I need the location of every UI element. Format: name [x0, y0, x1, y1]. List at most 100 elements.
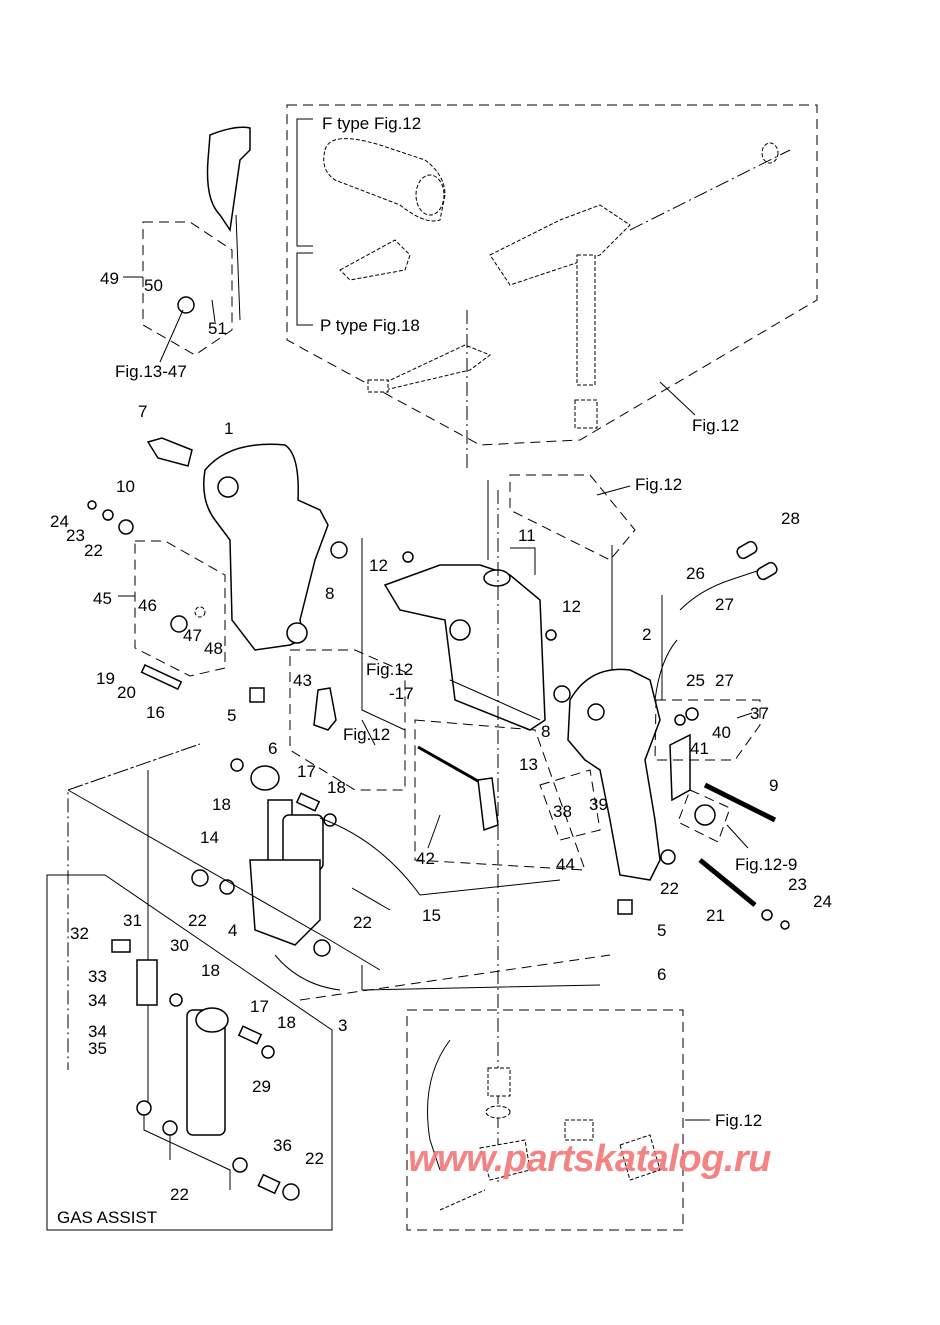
- bushing-18-part-d: [261, 1045, 275, 1059]
- callout-35: 35: [88, 1039, 107, 1058]
- fig12-bottom-group-outline: [406, 1009, 684, 1231]
- steering-bracket: [489, 204, 631, 286]
- tilt-axis-line: [629, 149, 791, 231]
- fig12-9-group-outline: [677, 789, 731, 843]
- washer-23-part-b: [761, 909, 773, 921]
- callout-23-a: 23: [66, 526, 85, 545]
- callout-17-a: 17: [297, 762, 316, 781]
- fig12-top-label: Fig.12: [692, 416, 740, 435]
- arm-42-part: [477, 777, 499, 832]
- trim-assembly-outline-base: [67, 789, 381, 971]
- ground-wire-dashed: [299, 954, 611, 1001]
- plate-37-part: [669, 733, 691, 802]
- callout-29: 29: [252, 1077, 271, 1096]
- pin-9-part: [703, 782, 777, 823]
- tiller-rod: [235, 214, 241, 321]
- block-5-part-b: [617, 899, 633, 915]
- leader-42: [427, 814, 441, 849]
- callout-13: 13: [519, 755, 538, 774]
- swivel-bracket-part: [383, 564, 546, 731]
- nut-24-part-b: [780, 920, 790, 930]
- callout-27-a: 27: [715, 595, 734, 614]
- bracket-right-bore: [587, 703, 605, 721]
- lower-cable: [427, 1039, 451, 1171]
- connector-28-part-a: [736, 540, 758, 560]
- nut-40-part: [685, 707, 699, 721]
- grommet-part: [177, 296, 195, 314]
- callout-22-c: 22: [353, 913, 372, 932]
- callout-42: 42: [416, 849, 435, 868]
- fig13-47-group-outline: [142, 221, 233, 356]
- callout-16: 16: [146, 703, 165, 722]
- swivel-base-line: [449, 679, 541, 721]
- washer-bottom-part: [485, 1105, 511, 1119]
- callout-34-b: 34: [88, 1022, 107, 1041]
- tiller-handle-part: [206, 126, 251, 233]
- shaft-bushing: [574, 399, 598, 429]
- callout-39: 39: [589, 795, 608, 814]
- bushing-22-part-b: [660, 849, 676, 865]
- callout-31: 31: [123, 911, 142, 930]
- callout-4: 4: [228, 921, 238, 940]
- trim-sender-wire: [679, 569, 761, 611]
- callout-22-a: 22: [84, 541, 103, 560]
- fig12-mid-group-outline: [289, 649, 406, 791]
- callout-21: 21: [706, 906, 725, 925]
- nut-24-part: [87, 500, 97, 510]
- callout-8-b: 8: [541, 722, 551, 741]
- callout-44: 44: [556, 855, 575, 874]
- callout-26: 26: [686, 564, 705, 583]
- lower-bolt: [439, 1189, 486, 1211]
- callout-18-a: 18: [212, 795, 231, 814]
- fig12-top-group-outline: [286, 104, 818, 446]
- gas-assist-outline: [46, 874, 333, 1231]
- group-11-lines: [510, 547, 536, 575]
- callout-6-b: 6: [657, 965, 667, 984]
- bushing-22-part-a: [118, 519, 134, 535]
- swivel-top-hole: [483, 569, 511, 587]
- leader-51: [211, 299, 216, 323]
- callout-11: 11: [518, 526, 536, 545]
- callout-50: 50: [144, 276, 163, 295]
- group-38-39-outline: [539, 769, 601, 841]
- trim-sender-wire-2: [654, 639, 678, 701]
- fig12-9-label: Fig.12-9: [735, 855, 798, 874]
- shaft-21-part: [698, 858, 757, 907]
- fig12-hose-label: Fig.12: [635, 475, 683, 494]
- cylinder-eye-top: [250, 765, 280, 791]
- callout-45: 45: [93, 589, 112, 608]
- callout-33: 33: [88, 967, 107, 986]
- callout-9: 9: [769, 776, 779, 795]
- fig12-17-label: Fig.12: [366, 660, 414, 679]
- f-type-bracket: [296, 118, 313, 247]
- friction-plate: [379, 344, 492, 391]
- watermark-text: www.partskatalog.ru: [408, 1138, 771, 1180]
- callout-5-b: 5: [657, 921, 667, 940]
- bushing-22-part-c: [191, 869, 209, 887]
- bushing-22-part-f: [136, 1100, 152, 1116]
- group-45-outline: [134, 540, 226, 677]
- leader-37: [736, 712, 753, 719]
- p-type-label: P type Fig.18: [320, 316, 420, 335]
- fig12-bottom-label: Fig.12: [715, 1111, 763, 1130]
- callout-24-b: 24: [813, 892, 832, 911]
- clip-48-part: [194, 606, 206, 618]
- steering-shaft: [576, 254, 596, 386]
- bushing-18-part-a: [230, 758, 244, 772]
- bracket-left-bore-bottom: [286, 622, 308, 644]
- callout-25: 25: [686, 671, 705, 690]
- nut-12-part-b: [545, 629, 557, 641]
- bracket-43-part: [313, 687, 337, 731]
- bushing-22-part-h: [232, 1157, 248, 1173]
- leader-fig12-hose: [596, 485, 631, 496]
- callout-32: 32: [70, 924, 89, 943]
- bracket-left-bore-top: [217, 476, 239, 498]
- washer-23-part: [102, 509, 114, 521]
- callout-22-d: 22: [660, 879, 679, 898]
- bracket-30-part: [136, 959, 158, 1006]
- callout-15: 15: [422, 906, 441, 925]
- callout-24-a: 24: [50, 512, 69, 531]
- p-type-plate: [339, 239, 411, 281]
- callout-41: 41: [690, 739, 709, 758]
- fig13-47-label: Fig.13-47: [115, 362, 187, 381]
